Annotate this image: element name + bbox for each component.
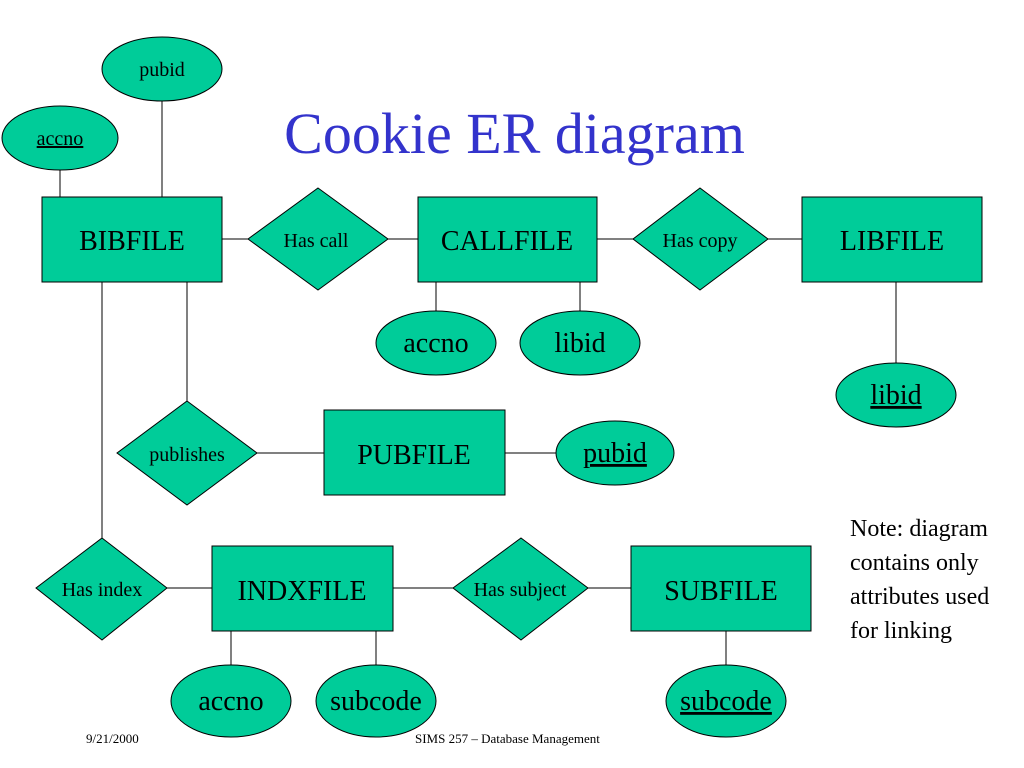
attribute-pub-pubid-label: pubid <box>583 438 647 469</box>
entity-callfile: CALLFILE <box>417 196 598 283</box>
attribute-call-libid-label: libid <box>554 328 605 359</box>
entity-bibfile: BIBFILE <box>41 196 223 283</box>
attribute-call-accno: accno <box>375 310 497 376</box>
connector-lines <box>59 100 897 665</box>
footer-course: SIMS 257 – Database Management <box>415 731 600 746</box>
entity-libfile: LIBFILE <box>801 196 983 283</box>
note-line: attributes used <box>850 584 990 610</box>
relationship-has-copy-label: Has copy <box>663 230 738 252</box>
relationship-has-subject-label: Has subject <box>474 579 567 601</box>
entity-subfile-label: SUBFILE <box>664 576 778 607</box>
entity-callfile-label: CALLFILE <box>441 226 573 257</box>
attribute-call-accno-label: accno <box>403 328 468 359</box>
relationship-publishes: publishes <box>116 400 258 506</box>
relationship-has-call: Has call <box>247 187 389 291</box>
entity-subfile: SUBFILE <box>630 545 812 632</box>
attribute-lib-libid: libid <box>835 362 957 428</box>
relationship-has-subject: Has subject <box>452 537 589 641</box>
attribute-bib-pubid-label: pubid <box>139 59 185 81</box>
attribute-sub-subcode-label: subcode <box>680 686 772 717</box>
entity-indxfile: INDXFILE <box>211 545 394 632</box>
note-line: Note: diagram <box>850 516 988 542</box>
linking-note: Note: diagram contains only attributes u… <box>850 512 1022 648</box>
attribute-sub-subcode: subcode <box>665 664 787 738</box>
relationship-has-call-label: Has call <box>284 230 349 252</box>
attribute-indx-accno: accno <box>170 664 292 738</box>
attribute-lib-libid-label: libid <box>870 380 921 411</box>
attribute-bib-pubid: pubid <box>101 36 223 102</box>
slide-title: Cookie ER diagram <box>284 101 745 166</box>
attribute-bib-accno: accno <box>1 105 119 171</box>
note-line: contains only <box>850 550 979 576</box>
attribute-pub-pubid: pubid <box>555 420 675 486</box>
entity-libfile-label: LIBFILE <box>840 226 944 257</box>
relationship-has-index-label: Has index <box>62 579 143 601</box>
attribute-call-libid: libid <box>519 310 641 376</box>
attribute-indx-subcode: subcode <box>315 664 437 738</box>
relationship-has-index: Has index <box>35 537 168 641</box>
entity-indxfile-label: INDXFILE <box>237 576 366 607</box>
entity-pubfile: PUBFILE <box>323 409 506 496</box>
relationship-has-copy: Has copy <box>632 187 769 291</box>
note-line: for linking <box>850 618 952 644</box>
attribute-indx-subcode-label: subcode <box>330 686 422 717</box>
attribute-bib-accno-label: accno <box>37 128 84 150</box>
entity-pubfile-label: PUBFILE <box>357 440 471 471</box>
relationship-publishes-label: publishes <box>149 444 225 466</box>
footer-date: 9/21/2000 <box>86 731 139 746</box>
attribute-indx-accno-label: accno <box>198 686 263 717</box>
entity-bibfile-label: BIBFILE <box>79 226 185 257</box>
